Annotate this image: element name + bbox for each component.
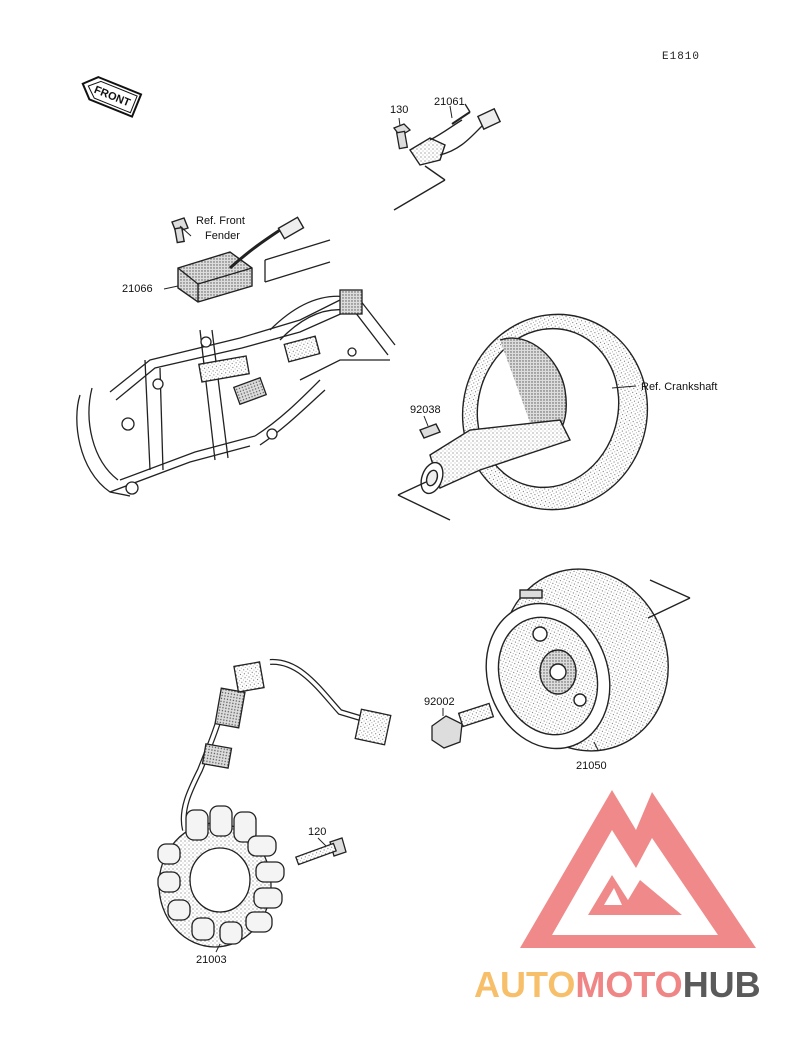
part-number-92002: 92002 <box>424 696 455 708</box>
part-number-130: 130 <box>390 104 409 116</box>
part-number-120: 120 <box>308 826 327 838</box>
crankshaft-drawing <box>397 313 649 521</box>
bolt-120-drawing <box>295 837 347 866</box>
watermark-text-hub: HUB <box>682 964 761 1005</box>
leader-lines <box>163 105 637 953</box>
regulator-21066-drawing <box>171 216 305 303</box>
watermark-logo <box>520 790 756 948</box>
ref-front-fender-line1: Ref. Front <box>196 215 245 227</box>
ref-front-fender-line2: Fender <box>205 230 240 242</box>
front-arrow-icon: FRONT <box>81 76 143 118</box>
bolt-92002-drawing <box>431 702 495 749</box>
part-number-92038: 92038 <box>410 404 441 416</box>
part-number-21003: 21003 <box>196 954 227 966</box>
wiring-harness-drawing <box>393 103 502 211</box>
frame-drawing <box>76 239 396 497</box>
watermark-text-auto: AUTO <box>474 964 576 1005</box>
part-number-21050: 21050 <box>576 760 607 772</box>
part-number-21066: 21066 <box>122 283 153 295</box>
bolt-130-drawing <box>392 123 412 150</box>
watermark-text-moto: MOTO <box>575 964 683 1005</box>
diagram-code: E1810 <box>662 51 701 63</box>
rotor-21050-drawing <box>485 568 691 752</box>
ref-crankshaft: Ref. Crankshaft <box>641 381 718 393</box>
watermark-text: AUTOMOTOHUB <box>474 964 761 1006</box>
part-number-21061: 21061 <box>434 96 465 108</box>
stator-21003-drawing <box>157 658 392 948</box>
